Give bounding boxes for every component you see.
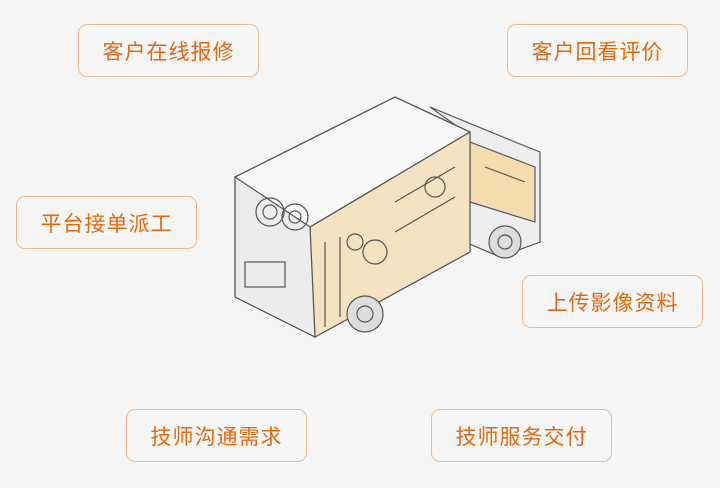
step-customer-online-report: 客户在线报修 [78, 24, 259, 77]
service-truck-illustration [234, 96, 541, 338]
step-label: 平台接单派工 [40, 211, 173, 236]
step-technician-deliver: 技师服务交付 [431, 409, 612, 462]
step-upload-media: 上传影像资料 [522, 275, 703, 328]
step-platform-dispatch: 平台接单派工 [16, 196, 197, 249]
step-customer-review: 客户回看评价 [507, 24, 688, 77]
step-technician-communicate: 技师沟通需求 [126, 409, 307, 462]
step-label: 上传影像资料 [546, 290, 679, 315]
step-label: 技师服务交付 [455, 424, 588, 449]
step-label: 技师沟通需求 [150, 424, 283, 449]
step-label: 客户在线报修 [102, 39, 235, 64]
step-label: 客户回看评价 [531, 39, 664, 64]
